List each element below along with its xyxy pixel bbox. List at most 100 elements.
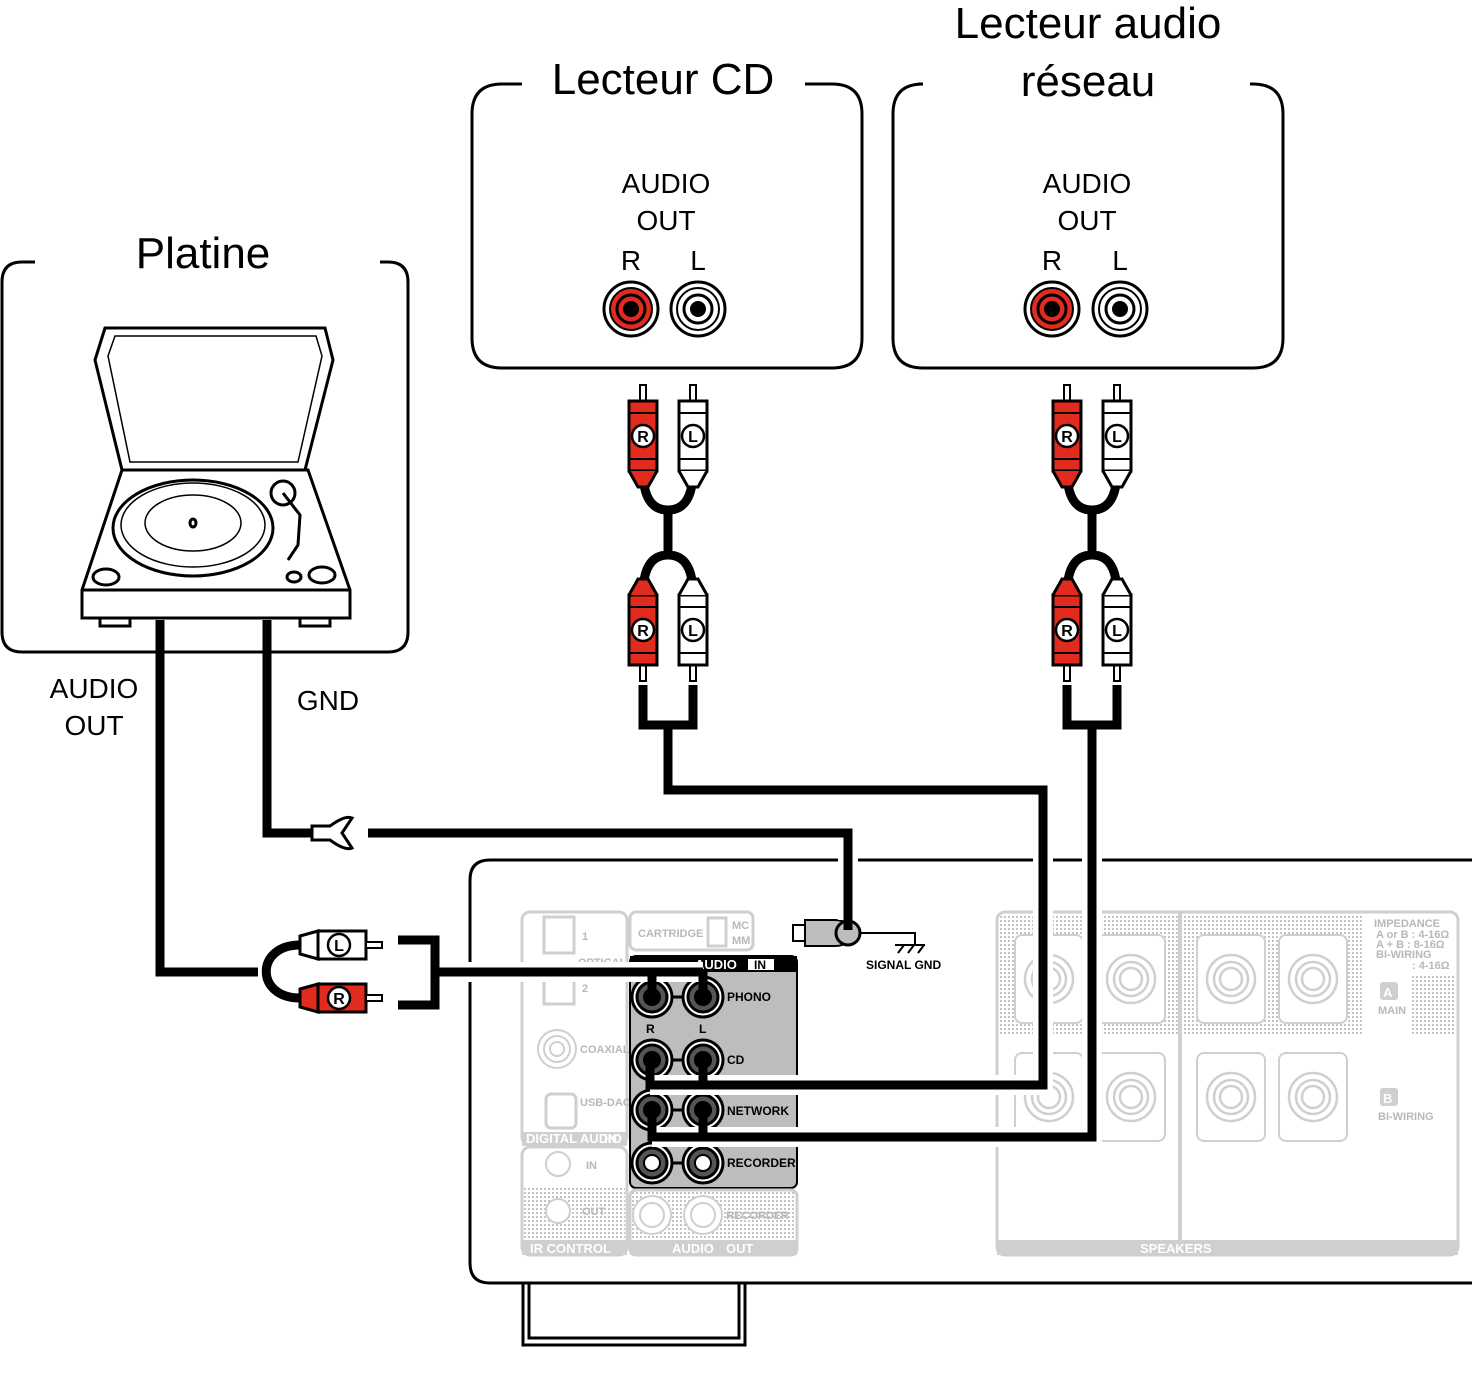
optical-2-label: 2 [582,983,588,995]
cartridge-mc-label: MC [732,920,749,932]
ir-control-panel: IN OUT IR CONTROL [520,1145,629,1257]
turntable-audio-out-label: AUDIO [50,673,139,704]
turntable-audio-cable [155,620,320,1003]
network-plug-top-l[interactable]: L [1101,384,1133,489]
audio-in-r-label: R [646,1022,655,1036]
plug-label: L [1112,623,1122,640]
ir-in-jack [545,1151,571,1177]
usb-dac-port [544,1092,578,1130]
audio-in-header: AUDIO [695,957,737,972]
ground-spade-lug [310,815,355,851]
recorder-in-label: RECORDER [727,1156,796,1170]
cd-player-device: Lecteur CD AUDIO OUT R L [470,55,864,370]
cd-cable [638,685,1048,1090]
cd-output-jack-l[interactable] [669,280,727,338]
speakers-footer: SPEAKERS [1140,1241,1212,1256]
turntable-illustration [80,326,352,628]
network-player-device: Lecteur audio réseau AUDIO OUT R L [891,0,1285,370]
plug-label: R [637,429,649,446]
cartridge-switch: CARTRIDGE MC MM [628,910,755,952]
cd-audio-label: AUDIO [622,168,711,199]
cd-r-label: R [621,245,641,276]
impedance-a-plus-b: A + B : 8-16Ω [1376,939,1445,951]
audio-out-panel: RECORDER AUDIO OUT [628,1188,799,1257]
cartridge-label: CARTRIDGE [638,928,703,940]
digital-audio-in-panel: 1 OPTICAL 2 COAXIAL USB-DAC DIGITAL AUDI… [520,910,631,1147]
input-jack-recorder-r[interactable] [630,1141,674,1185]
plug-label: R [1061,429,1073,446]
turntable-plug-l[interactable]: L [298,929,383,961]
ir-in-label: IN [586,1160,597,1172]
plug-label: R [1061,623,1073,640]
coaxial-label: COAXIAL [580,1044,630,1056]
speaker-terminal[interactable] [1278,1052,1348,1142]
cd-l-label: L [690,245,706,276]
digital-audio-footer: DIGITAL AUDIO [526,1131,622,1146]
network-output-jack-r[interactable] [1023,280,1081,338]
cd-plug-bottom-l[interactable]: L [677,577,709,682]
ir-out-jack [545,1198,571,1224]
network-audio-label: AUDIO [1043,168,1132,199]
speaker-a-badge: A [1383,985,1393,1000]
network-cable [647,685,1122,1142]
plug-label: L [1112,429,1122,446]
input-jack-recorder-l[interactable] [681,1141,725,1185]
signal-gnd-terminal[interactable]: SIGNAL GND [792,919,941,972]
cartridge-mm-label: MM [732,935,750,947]
plug-label: R [333,991,345,1008]
plug-label: L [334,938,344,955]
network-output-jack-l[interactable] [1091,280,1149,338]
cd-plug-top-r[interactable]: R [627,384,659,489]
ir-control-footer: IR CONTROL [530,1241,611,1256]
network-out-label: OUT [1057,205,1116,236]
speaker-terminal[interactable] [1096,934,1166,1024]
speaker-a-label: MAIN [1378,1005,1406,1017]
audio-in-tag: IN [754,958,766,972]
network-plug-bottom-l[interactable]: L [1101,577,1133,682]
recorder-out-label: RECORDER [726,1210,789,1222]
speaker-terminal[interactable] [1278,934,1348,1024]
turntable-title: Platine [136,229,271,278]
speaker-terminal[interactable] [1196,1052,1266,1142]
ground-wire [262,620,853,930]
network-plug-bottom-r[interactable]: R [1051,577,1083,682]
network-label: NETWORK [727,1104,789,1118]
ir-out-label: OUT [582,1206,606,1218]
network-player-title: Lecteur audio [955,0,1222,48]
cables: R R L L R R L L L R [155,384,1133,1147]
receiver-rear-panel: 1 OPTICAL 2 COAXIAL USB-DAC DIGITAL AUDI… [468,858,1472,1347]
audio-out-footer: AUDIO [672,1241,714,1256]
optical-1-port [542,915,576,955]
digital-audio-in-tag: IN [604,1131,617,1146]
signal-gnd-label: SIGNAL GND [866,958,941,972]
phono-cable-end [398,935,708,1010]
speaker-b-label: BI-WIRING [1378,1111,1434,1123]
cd-output-jack-r[interactable] [602,280,660,338]
recorder-out-jacks [632,1195,723,1235]
network-plug-top-r[interactable]: R [1051,384,1083,489]
impedance-biwiring: BI-WIRING [1376,949,1432,961]
cd-plug-top-l[interactable]: L [677,384,709,489]
impedance-a-or-b: A or B : 4-16Ω [1376,929,1449,941]
speaker-terminal[interactable] [1096,1052,1166,1142]
cd-out-label: OUT [636,205,695,236]
impedance-label: IMPEDANCE [1374,918,1440,930]
turntable-plug-r[interactable]: R [298,982,383,1014]
cd-player-title: Lecteur CD [552,55,775,104]
turntable-gnd-label: GND [297,685,359,716]
cd-label: CD [727,1053,745,1067]
speakers-panel: IMPEDANCE A or B : 4-16Ω A + B : 8-16Ω B… [995,910,1460,1257]
optical-1-label: 1 [582,931,588,943]
usb-dac-label: USB-DAC [580,1097,631,1109]
phono-label: PHONO [727,990,771,1004]
plug-label: L [688,429,698,446]
speaker-terminal[interactable] [1196,934,1266,1024]
plug-label: L [688,623,698,640]
plug-label: R [637,623,649,640]
turntable-device: Platine AUDIO OUT GND [0,229,410,741]
network-l-label: L [1112,245,1128,276]
turntable-audio-out-label-2: OUT [64,710,123,741]
cd-plug-bottom-r[interactable]: R [627,577,659,682]
audio-out-tag: OUT [726,1241,754,1256]
